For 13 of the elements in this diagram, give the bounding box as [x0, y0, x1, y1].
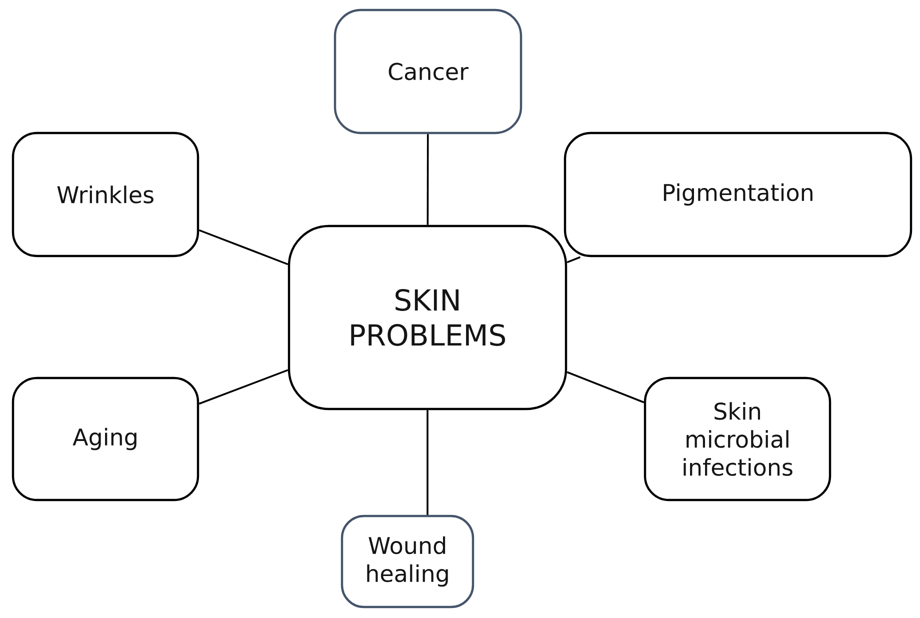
- connector-line: [426, 134, 429, 225]
- problem-box: Cancer: [334, 8, 522, 134]
- central-box: SKIN PROBLEMS: [288, 224, 568, 410]
- connector-line: [198, 229, 288, 266]
- problem-box: Wound healing: [340, 514, 474, 608]
- connector-line: [566, 371, 644, 404]
- problem-box: Aging: [12, 376, 200, 502]
- problem-box: Skin microbial infections: [644, 376, 832, 502]
- problem-box: Wrinkles: [12, 132, 200, 258]
- problem-box: Pigmentation: [564, 132, 912, 258]
- connector-line: [566, 256, 581, 264]
- connector-line: [198, 369, 288, 405]
- connector-line: [426, 410, 428, 515]
